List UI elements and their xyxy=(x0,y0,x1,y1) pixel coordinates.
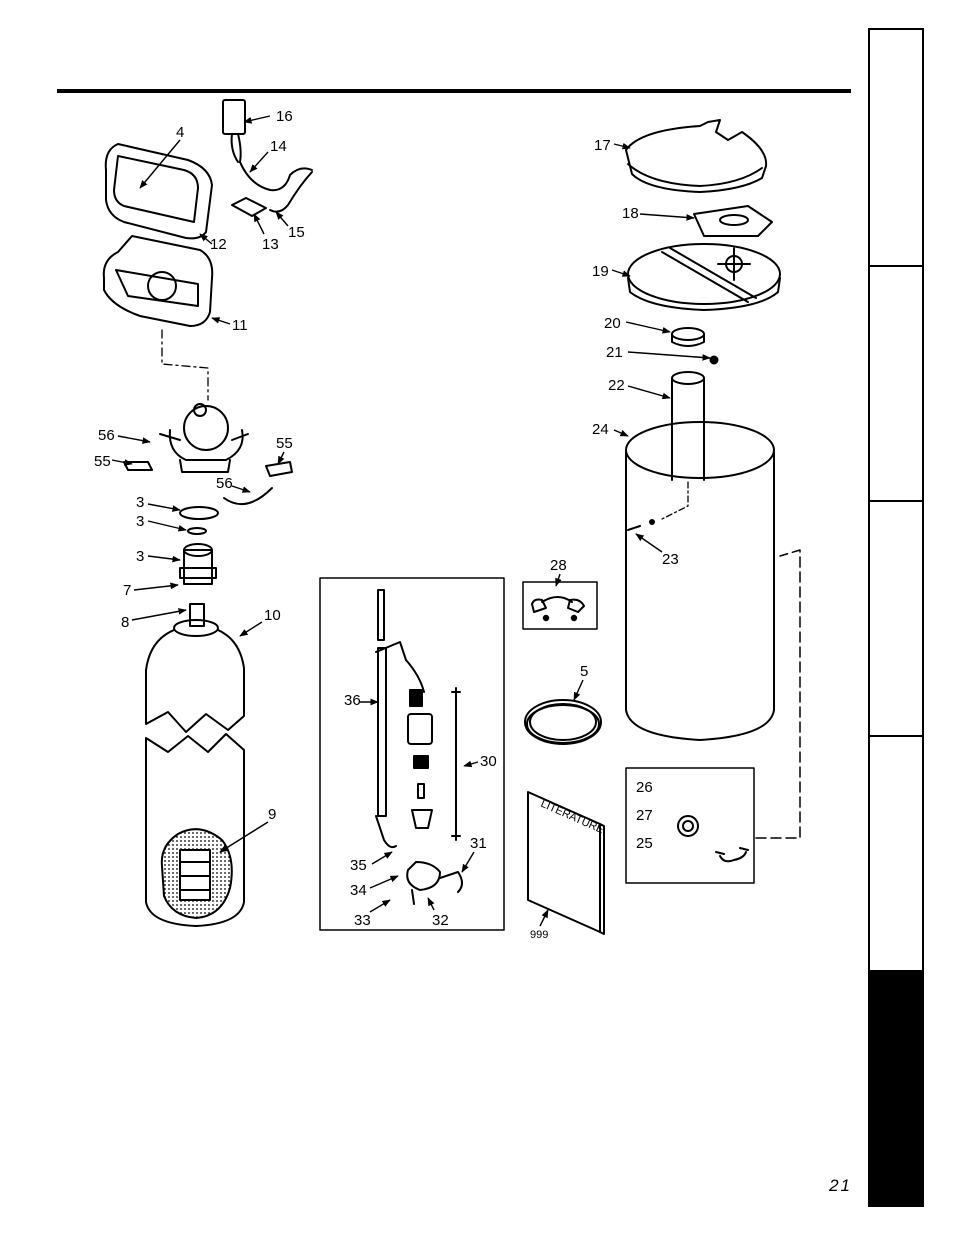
grid-plate-gasket xyxy=(693,205,773,237)
callout-11: 11 xyxy=(232,317,248,334)
callout-19: 19 xyxy=(592,263,609,280)
tab-5-active[interactable] xyxy=(870,972,922,1207)
tab-4[interactable] xyxy=(870,737,922,972)
callout-5: 5 xyxy=(580,663,588,680)
literature-label: LITERATURE xyxy=(539,798,606,836)
callout-32: 32 xyxy=(432,912,449,929)
callout-9: 9 xyxy=(268,806,276,823)
callout-20: 20 xyxy=(604,315,621,332)
callout-14: 14 xyxy=(270,138,287,155)
brine-assembly xyxy=(375,589,463,905)
callout-23: 23 xyxy=(662,551,679,568)
section-tabs xyxy=(868,28,924,1207)
callout-56a: 56 xyxy=(98,427,115,444)
control-valve xyxy=(159,403,249,473)
screw-23 xyxy=(627,525,641,531)
callout-12: 12 xyxy=(210,236,227,253)
cover-part xyxy=(104,143,213,240)
circuit-board xyxy=(231,197,267,217)
brine-well xyxy=(671,371,705,481)
tab-2[interactable] xyxy=(870,267,922,502)
cap-20 xyxy=(671,327,705,347)
callout-3b: 3 xyxy=(136,513,144,530)
wire-harness xyxy=(239,161,313,192)
overflow-kit-inset xyxy=(625,767,755,884)
callout-55a: 55 xyxy=(94,453,111,470)
callout-21: 21 xyxy=(606,344,623,361)
clips-inset xyxy=(522,581,598,630)
callout-33: 33 xyxy=(354,912,371,929)
clip-55-left xyxy=(123,461,153,471)
callout-13: 13 xyxy=(262,236,279,253)
grid-plate xyxy=(627,243,781,311)
callout-31: 31 xyxy=(470,835,487,852)
callout-26: 26 xyxy=(636,779,653,796)
callout-34: 34 xyxy=(350,882,367,899)
resin-bag xyxy=(160,828,233,919)
o-ring-large xyxy=(179,506,219,520)
callout-15: 15 xyxy=(288,224,305,241)
callout-3c: 3 xyxy=(136,548,144,565)
callout-55b: 55 xyxy=(276,435,293,452)
bracket-56 xyxy=(223,487,273,506)
brine-valve-inset xyxy=(319,577,505,931)
callout-56b: 56 xyxy=(216,475,233,492)
tab-1[interactable] xyxy=(870,30,922,267)
adapter-part xyxy=(179,543,217,585)
callout-16: 16 xyxy=(276,108,293,125)
literature-booklet xyxy=(527,791,605,935)
resin-tank xyxy=(145,619,245,927)
callout-24: 24 xyxy=(592,421,609,438)
callout-22: 22 xyxy=(608,377,625,394)
callout-27: 27 xyxy=(636,807,653,824)
callout-999: 999 xyxy=(530,929,548,941)
page-number: 21 xyxy=(829,1176,852,1195)
callout-36: 36 xyxy=(344,692,361,709)
salt-lid xyxy=(625,119,768,193)
o-ring-small xyxy=(187,527,207,535)
clips-28 xyxy=(531,596,585,622)
callout-10: 10 xyxy=(264,607,281,624)
callout-17: 17 xyxy=(594,137,611,154)
drain-hose xyxy=(524,699,602,745)
callout-28: 28 xyxy=(550,557,567,574)
callout-30: 30 xyxy=(480,753,497,770)
callout-18: 18 xyxy=(622,205,639,222)
housing-part xyxy=(102,235,214,327)
power-cord xyxy=(269,171,313,213)
overflow-fitting xyxy=(677,815,749,863)
callout-7: 7 xyxy=(123,582,131,599)
callout-4: 4 xyxy=(176,124,184,141)
brine-tank xyxy=(625,421,775,741)
transformer-part xyxy=(222,99,246,163)
header-rule xyxy=(57,89,851,93)
callout-35: 35 xyxy=(350,857,367,874)
tab-3[interactable] xyxy=(870,502,922,737)
screw-21 xyxy=(709,355,719,365)
distributor-tube-top xyxy=(189,603,205,627)
callout-25: 25 xyxy=(636,835,653,852)
callout-8: 8 xyxy=(121,614,129,631)
callout-3a: 3 xyxy=(136,494,144,511)
clip-55-right xyxy=(265,461,293,477)
